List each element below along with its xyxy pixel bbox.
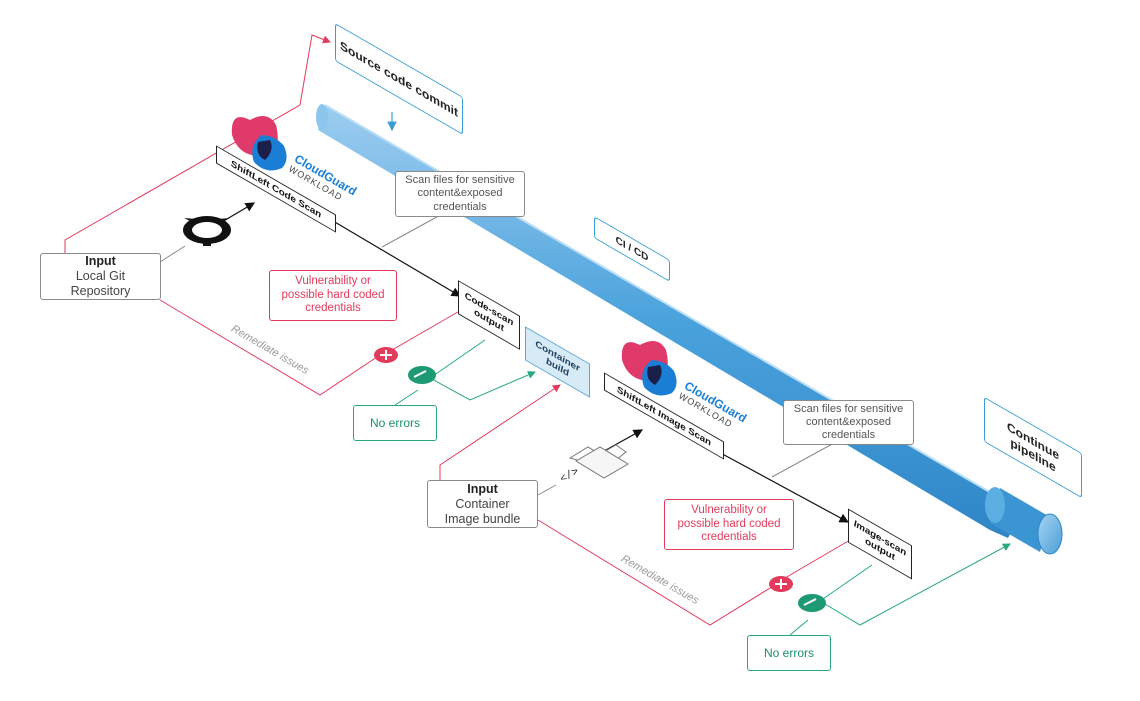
git-repository-icon	[183, 216, 231, 246]
input-container-box: Input Container Image bundle	[427, 480, 538, 528]
ci-cd-pipe	[316, 104, 1018, 538]
fail-marker-1	[374, 347, 398, 363]
input-local-git-box: Input Local Git Repository	[40, 253, 161, 300]
vulnerability-box-2: Vulnerability or possible hard coded cre…	[664, 499, 794, 550]
no-errors-box-2: No errors	[747, 635, 831, 671]
no-errors-box-1: No errors	[353, 405, 437, 441]
scan-files-box-1: Scan files for sensitive content&exposed…	[395, 171, 525, 217]
cloudguard-logo-2	[621, 341, 677, 396]
pass-marker-2	[798, 594, 826, 612]
pass-marker-1	[408, 366, 436, 384]
cloudguard-logo-1	[231, 116, 287, 171]
folder-icon	[568, 444, 629, 479]
pipe-end-cylinder	[985, 487, 1063, 555]
vulnerability-box-1: Vulnerability or possible hard coded cre…	[269, 270, 397, 321]
fail-marker-2	[769, 576, 793, 592]
scan-files-box-2: Scan files for sensitive content&exposed…	[783, 400, 914, 445]
